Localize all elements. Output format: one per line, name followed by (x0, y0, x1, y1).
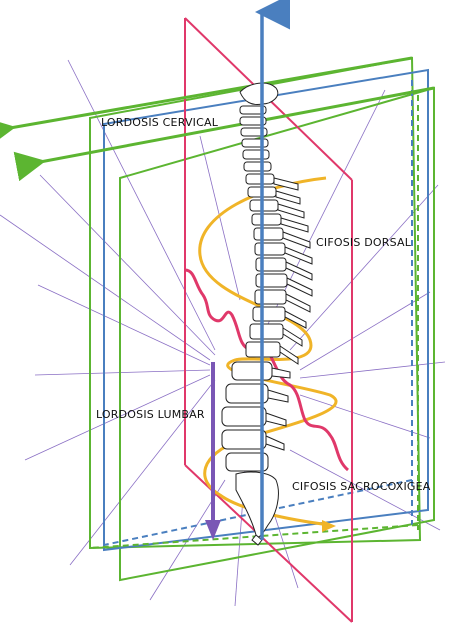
radiating-rays (0, 59, 446, 607)
spine-illustration (221, 82, 313, 546)
transverse-arrows (0, 56, 435, 182)
label-cifosis-dorsal: CIFOSIS DORSAL (316, 236, 412, 249)
lumbar-arrow (205, 362, 221, 540)
orange-arrowhead (322, 520, 336, 532)
label-cifosis-sacrocoxigea: CIFOSIS SACROCOXIGEA (292, 480, 431, 493)
label-lordosis-cervical: LORDOSIS CERVICAL (101, 116, 219, 129)
label-lordosis-lumbar: LORDOSIS LUMBAR (96, 408, 205, 421)
